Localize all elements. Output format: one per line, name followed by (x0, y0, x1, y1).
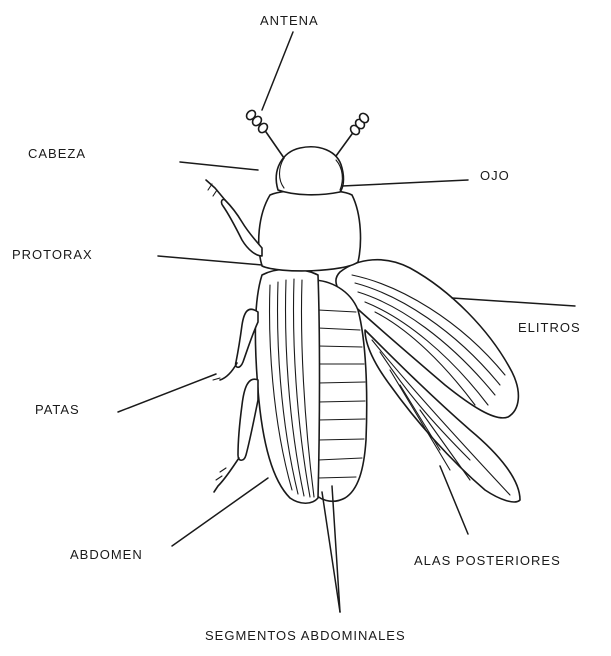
right-antenna (336, 112, 370, 156)
ojo-leader (342, 180, 468, 186)
pronotum (259, 190, 361, 271)
hind-leg (214, 379, 258, 492)
label-abdomen: ABDOMEN (70, 547, 143, 562)
label-protorax: PROTORAX (12, 247, 93, 262)
label-antena: ANTENA (260, 13, 319, 28)
label-patas: PATAS (35, 402, 80, 417)
left-elytron (255, 269, 319, 503)
label-ojo: OJO (480, 168, 510, 183)
protorax-leader (158, 256, 262, 265)
alas-posteriores-leader (440, 466, 468, 534)
segmentos-leader-1 (322, 492, 340, 612)
cabeza-leader (180, 162, 258, 170)
left-antenna (245, 109, 284, 158)
label-elitros: ELITROS (518, 320, 581, 335)
antena-leader (262, 32, 293, 110)
front-leg (206, 180, 262, 256)
elitros-leader (452, 298, 575, 306)
label-segmentos-abdominales: SEGMENTOS ABDOMINALES (205, 628, 406, 643)
patas-leader (118, 374, 216, 412)
beetle-illustration (206, 109, 520, 504)
label-alas-posteriores: ALAS POSTERIORES (414, 553, 561, 568)
abdomen-leader (172, 478, 268, 546)
head (276, 147, 343, 195)
middle-leg (213, 309, 258, 380)
label-cabeza: CABEZA (28, 146, 86, 161)
segmentos-leader-2 (332, 486, 340, 612)
